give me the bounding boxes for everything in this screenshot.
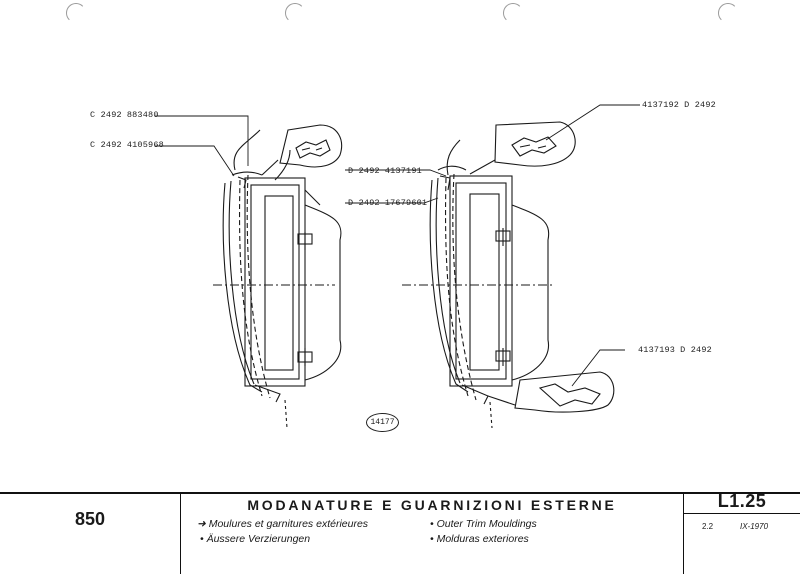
left-headlamp-assembly bbox=[213, 129, 342, 429]
section-rule bbox=[684, 513, 800, 514]
subtitle-german: • Äussere Verzierungen bbox=[200, 533, 311, 545]
footer-rule bbox=[0, 492, 800, 494]
column-divider bbox=[683, 493, 684, 574]
binder-hole bbox=[285, 3, 305, 23]
binder-hole bbox=[66, 3, 86, 23]
page-title: MODANATURE E GUARNIZIONI ESTERNE bbox=[247, 497, 617, 513]
right-headlamp-assembly bbox=[402, 139, 555, 429]
leader-lines bbox=[155, 104, 640, 387]
edition-number: 2.2 bbox=[702, 522, 714, 531]
arrow-bullet-icon: ➜ bbox=[197, 518, 209, 530]
subtitle-spanish: • Molduras exteriores bbox=[430, 533, 529, 545]
bottom-clip-detail bbox=[487, 371, 615, 413]
subtitle-english: • Outer Trim Mouldings bbox=[430, 518, 537, 530]
right-clip-detail bbox=[469, 121, 576, 175]
column-divider bbox=[180, 493, 181, 574]
binder-hole bbox=[718, 3, 738, 23]
section-code: L1.25 bbox=[717, 491, 767, 511]
left-clip-detail bbox=[261, 124, 343, 176]
drawing-reference-number: 14177 bbox=[366, 413, 399, 432]
page-number: 850 bbox=[74, 509, 106, 529]
edition-date: IX-1970 bbox=[740, 522, 769, 531]
exploded-view-drawing bbox=[155, 104, 640, 429]
binder-hole bbox=[503, 3, 523, 23]
subtitle-french: ➜ Moulures et garnitures extérieures bbox=[197, 518, 369, 530]
